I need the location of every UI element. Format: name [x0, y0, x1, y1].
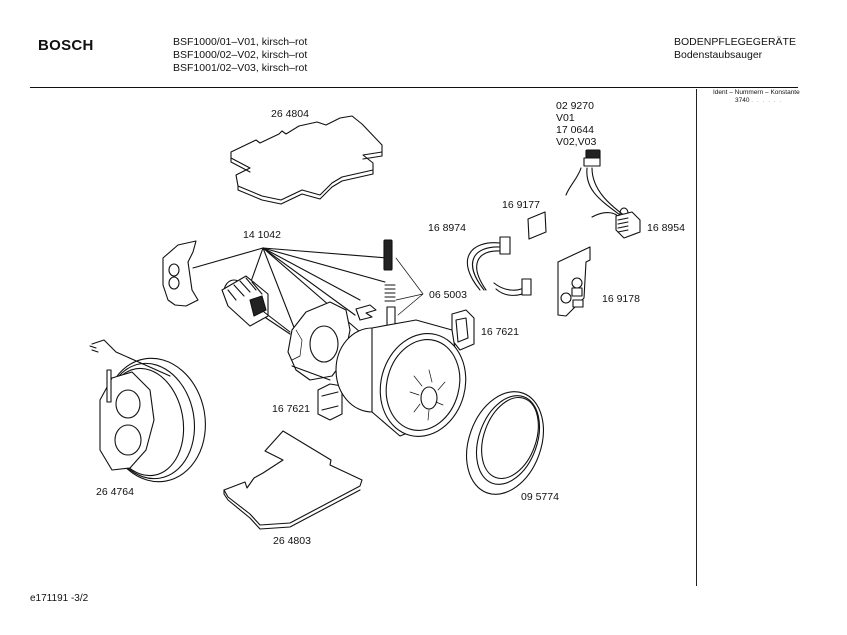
ident-block: Ident – Nummern – Konstante 3740 . . . .…: [713, 89, 800, 105]
fan-housing-drawing[interactable]: [335, 319, 477, 446]
part-label-264764[interactable]: 26 4764: [96, 486, 134, 498]
part-label-169177[interactable]: 16 9177: [502, 199, 540, 211]
part-264803-drawing[interactable]: [223, 430, 363, 530]
ident-value: 3740: [735, 97, 750, 104]
armature-drawing[interactable]: [221, 275, 291, 335]
category-block: BODENPFLEGEGERÄTE Bodenstaubsauger: [674, 36, 796, 62]
model-line: BSF1000/01–V01, kirsch–rot: [173, 36, 308, 48]
part-label-264803[interactable]: 26 4803: [273, 535, 311, 547]
part-169177-drawing[interactable]: [527, 211, 547, 240]
ident-constant: 3740 . . . . . .: [713, 97, 800, 105]
subcategory-title: Bodenstaubsauger: [674, 49, 763, 61]
drawing-id: e171191 -3/2: [30, 593, 89, 604]
part-label-170644[interactable]: 17 0644: [556, 124, 594, 136]
part-label-029270[interactable]: 02 9270: [556, 100, 594, 112]
model-line: BSF1001/02–V03, kirsch–rot: [173, 62, 308, 74]
part-label-168954[interactable]: 16 8954: [647, 222, 685, 234]
switch-drawing[interactable]: [565, 149, 626, 217]
header-divider: [30, 87, 798, 88]
sidebar-divider: [696, 89, 697, 586]
brand-logo: BOSCH: [38, 37, 94, 54]
part-168974-drawing[interactable]: [467, 236, 532, 296]
part-label-v01: V01: [556, 112, 575, 124]
part-168954-drawing[interactable]: [591, 207, 641, 239]
part-label-167621-lower[interactable]: 16 7621: [272, 403, 310, 415]
motor-field-drawing[interactable]: [287, 301, 351, 381]
part-label-264804[interactable]: 26 4804: [271, 108, 309, 120]
part-label-065003[interactable]: 06 5003: [429, 289, 467, 301]
category-title: BODENPFLEGEGERÄTE: [674, 36, 796, 48]
part-label-168974[interactable]: 16 8974: [428, 222, 466, 234]
model-line: BSF1000/02–V02, kirsch–rot: [173, 49, 308, 61]
part-label-v02-v03: V02,V03: [556, 136, 597, 148]
ident-title: Ident – Nummern – Konstante: [713, 89, 800, 96]
part-167621a-drawing[interactable]: [451, 309, 475, 351]
part-label-095774[interactable]: 09 5774: [521, 491, 559, 503]
part-label-169178[interactable]: 16 9178: [602, 293, 640, 305]
part-065003-drawing[interactable]: [355, 239, 424, 332]
bracket-drawing[interactable]: [162, 240, 199, 307]
model-list: BSF1000/01–V01, kirsch–rot BSF1000/02–V0…: [173, 36, 307, 75]
part-264804-drawing[interactable]: [230, 115, 383, 205]
part-264764-drawing[interactable]: [89, 339, 215, 490]
part-095774-drawing[interactable]: [453, 381, 557, 505]
part-169178-drawing[interactable]: [557, 246, 591, 317]
part-167621b-drawing[interactable]: [317, 383, 343, 421]
ident-dots: . . . . . .: [751, 97, 783, 104]
part-label-167621-upper[interactable]: 16 7621: [481, 326, 519, 338]
part-label-141042[interactable]: 14 1042: [243, 229, 281, 241]
